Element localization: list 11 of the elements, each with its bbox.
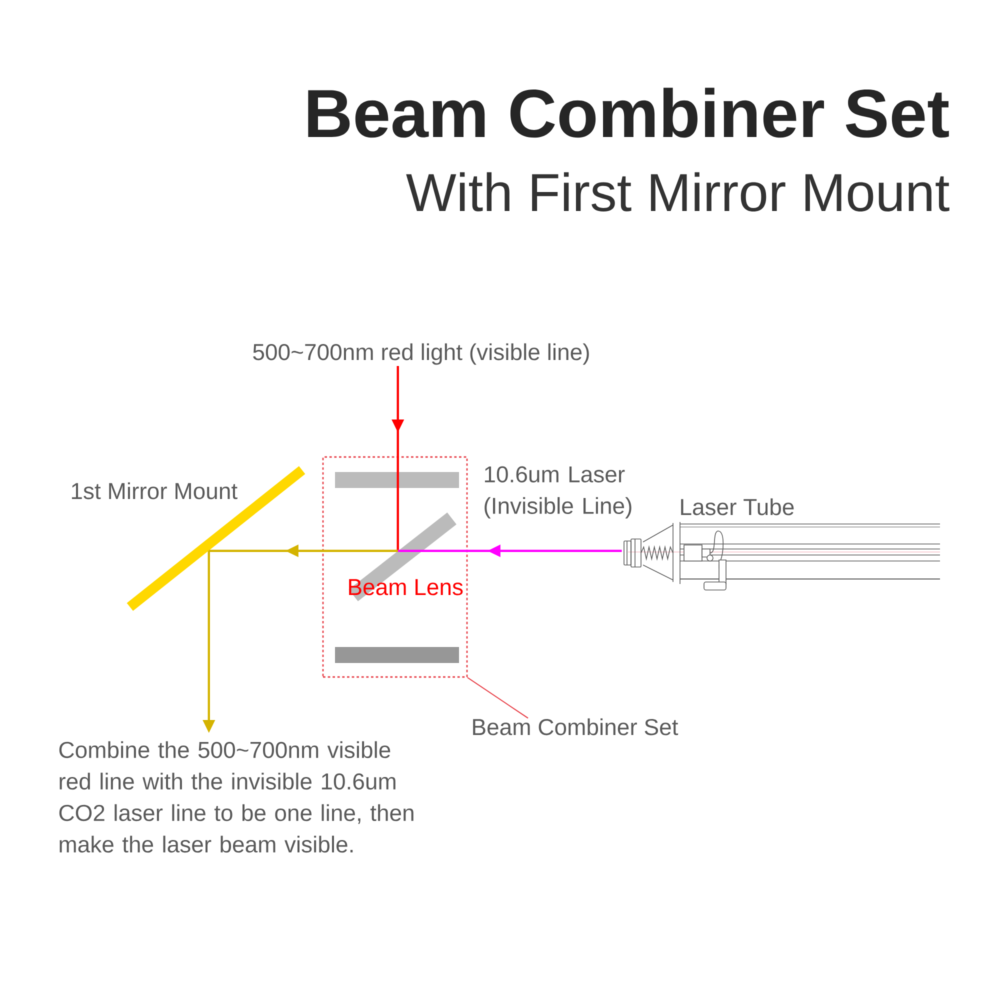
subtitle: With First Mirror Mount xyxy=(406,172,950,212)
title: Beam Combiner Set xyxy=(308,88,949,138)
callout-text: Beam Combiner Set xyxy=(473,718,678,736)
part-label: Laser Tube xyxy=(681,498,794,516)
beam-label: 500~700nm red light (visible line) xyxy=(253,343,589,365)
part-label: Beam Lens xyxy=(349,579,463,596)
edge-label: 10.6um Laser (Invisible Line) xyxy=(484,466,632,519)
leader-line xyxy=(467,677,528,719)
part-label: 1st Mirror Mount xyxy=(72,482,238,500)
description-text: Combine the 500~700nm visible red line with the invisible 10.6um CO2 laser line to be one line, then make the laser beam visible. xyxy=(59,741,414,853)
beam-combiner-frame xyxy=(322,456,468,678)
